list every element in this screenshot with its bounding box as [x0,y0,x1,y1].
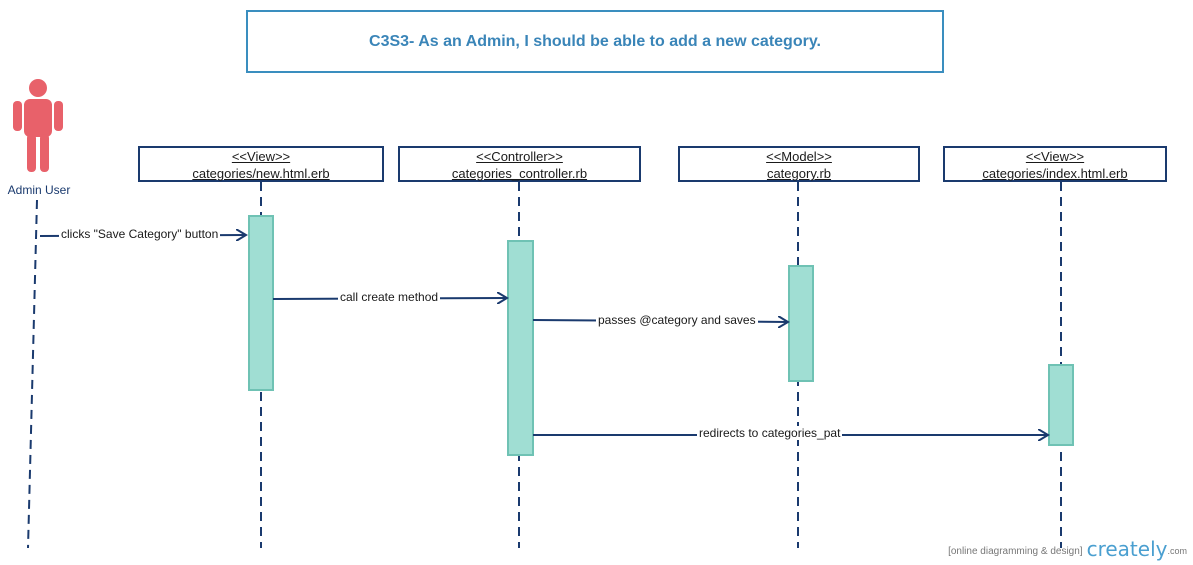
footer-tagline: [online diagramming & design] [948,546,1083,557]
lifeline-box-controller: <<Controller>> categories_controller.rb [398,146,641,182]
activation-new-view [248,215,274,391]
message-label-1: clicks "Save Category" button [59,227,221,241]
footer-domain: .com [1167,546,1187,556]
lifeline-box-model: <<Model>> category.rb [678,146,920,182]
actor-lifeline [27,199,38,549]
message-label-4: redirects to categories_pat [697,426,843,440]
diagram-title: C3S3- As an Admin, I should be able to a… [369,32,821,50]
title-box: C3S3- As an Admin, I should be able to a… [246,10,944,73]
person-icon [13,79,63,172]
footer-watermark: [online diagramming & design] creately .… [948,537,1187,561]
lifeline-name: categories/new.html.erb [192,166,330,181]
activation-model [788,265,814,382]
lifeline-box-new-view: <<View>> categories/new.html.erb [138,146,384,182]
activation-controller [507,240,534,456]
lifeline-box-index-view: <<View>> categories/index.html.erb [943,146,1167,182]
lifeline-stereotype: <<Controller>> [476,149,563,164]
lifeline-name: categories/index.html.erb [982,166,1128,181]
actor-label: Admin User [7,183,71,197]
creately-logo: creately [1086,537,1168,561]
lifeline-name: category.rb [766,166,832,181]
message-label-3: passes @category and saves [596,313,758,327]
lifeline-stereotype: <<View>> [1025,149,1085,164]
message-label-2: call create method [338,290,441,304]
activation-index-view [1048,364,1074,446]
lifeline-name: categories_controller.rb [451,166,588,181]
lifeline-stereotype: <<View>> [231,149,291,164]
lifeline-stereotype: <<Model>> [766,149,832,164]
